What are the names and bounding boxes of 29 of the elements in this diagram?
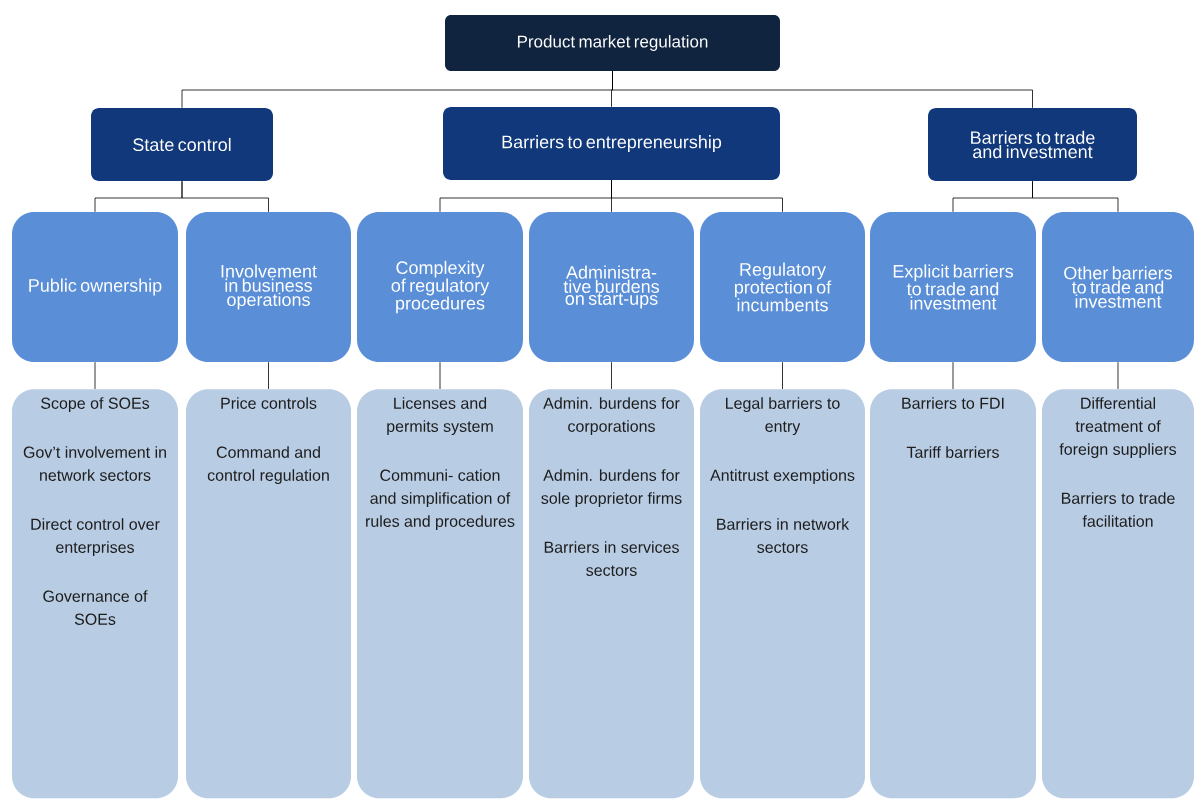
connector-line: [1117, 361, 1119, 390]
connector-line: [782, 361, 783, 390]
connector-line: [1032, 180, 1119, 213]
subcategory-box: Administra-tive burdens on start-ups: [529, 212, 694, 362]
indicator-list-box: Legal barriers to entry Antitrust exemptions Barriers in network sectors: [700, 389, 865, 799]
connector-line: [439, 361, 441, 390]
root-box: Product market regulation: [445, 15, 780, 71]
connector-line: [94, 361, 96, 390]
category-box: State control: [91, 108, 273, 181]
subcategory-box: Complexity of regulatory procedures: [357, 212, 523, 362]
subcategory-box: Other barriers to trade and investment: [1042, 212, 1194, 362]
indicator-list-box: Barriers to FDI Tariff barriers: [870, 389, 1036, 799]
subcategory-box: Regulatory protection of incumbents: [700, 212, 865, 362]
connector-line: [952, 361, 954, 390]
connector-line: [181, 180, 269, 213]
connector-line: [611, 361, 612, 390]
connector-line: [611, 179, 783, 213]
indicator-list-box: Scope of SOEs Gov’t involvement in network sectors Direct control over enterprises Governance of SOEs: [12, 389, 178, 799]
subcategory-box: Involvement in business operations: [186, 212, 351, 362]
subcategory-box: Explicit barriers to trade and investment: [870, 212, 1036, 362]
indicator-list-box: Price controls Command and control regulation: [186, 389, 351, 799]
indicator-list-box: Differential treatment of foreign suppliers Barriers to trade facilitation: [1042, 389, 1194, 799]
indicator-list-box: Licenses and permits system Communi- cation and simplification of rules and procedures: [357, 389, 523, 799]
category-box: Barriers to trade and investment: [928, 108, 1137, 181]
indicator-list-box: Admin. burdens for corporations Admin. burdens for sole proprietor firms Barriers in services sectors: [529, 389, 694, 799]
connector-line: [612, 70, 1033, 109]
subcategory-box: Public ownership: [12, 212, 178, 362]
connector-line: [268, 361, 269, 390]
category-box: Barriers to entrepreneurship: [443, 107, 780, 180]
